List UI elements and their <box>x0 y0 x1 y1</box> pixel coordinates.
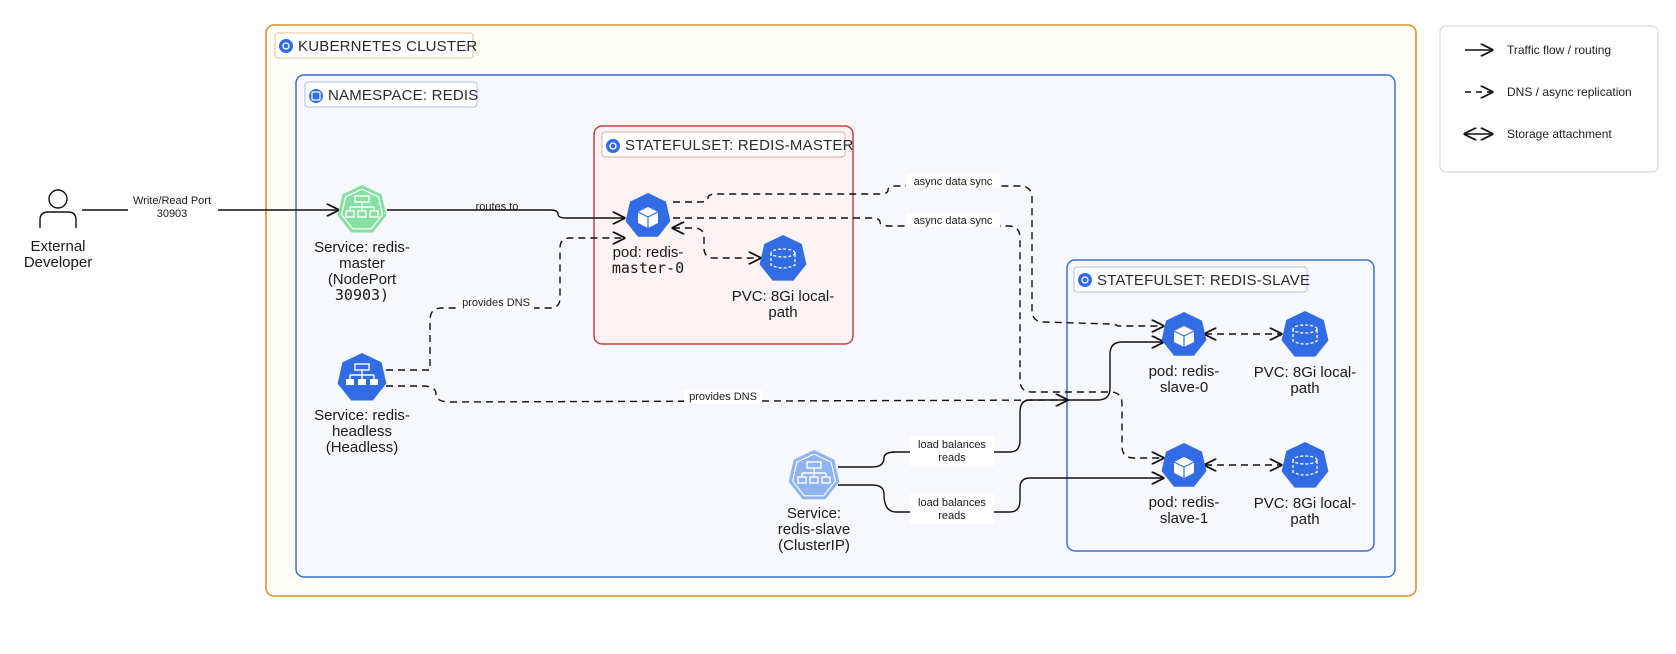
edge-provides-dns-master <box>386 238 624 371</box>
edge-label-bg <box>910 436 994 466</box>
edge-label-bg <box>458 296 534 310</box>
developer-label-line2: Developer <box>24 254 92 271</box>
edge-async-sync-slave0 <box>673 185 1163 326</box>
kubernetes-wheel-icon <box>606 139 620 153</box>
edge-label-lb-reads-0-line2: reads <box>938 452 966 464</box>
pvc-master-label-2: path <box>768 304 797 321</box>
legend-label-storage: Storage attachment <box>1507 127 1612 141</box>
svc-master-label-4: 30903) <box>335 286 389 304</box>
pvc-slave0-node: PVC: 8Gi local- path <box>1254 311 1357 397</box>
service-redis-master-node: Service: redis- master (NodePort 30903) <box>314 185 410 304</box>
edge-label-bg <box>128 193 218 221</box>
statefulset-master-box <box>593 125 854 345</box>
pod-redis-slave-1-node: pod: redis- slave-1 <box>1149 443 1220 527</box>
pvc-slave1-label-1: PVC: 8Gi local- <box>1254 495 1357 512</box>
namespace-title: NAMESPACE: REDIS <box>328 87 478 104</box>
svc-slave-label-2: redis-slave <box>778 521 851 538</box>
external-developer-node: External Developer <box>24 189 92 271</box>
edge-routes-to <box>387 209 624 218</box>
legend-item-dns: DNS / async replication <box>1465 85 1632 99</box>
kubernetes-wheel-icon <box>279 39 293 53</box>
edge-label-port-line1: Write/Read Port <box>133 195 211 207</box>
edge-label-lb-reads-1-line2: reads <box>938 510 966 522</box>
pvc-master-node: PVC: 8Gi local- path <box>732 235 835 321</box>
statefulset-master-title: STATEFULSET: REDIS-MASTER <box>625 137 854 154</box>
edge-async-sync-slave1 <box>673 217 1163 458</box>
pod-redis-slave-0-node: pod: redis- slave-0 <box>1149 312 1220 396</box>
pvc-icon <box>1281 311 1329 357</box>
pvc-slave1-label-2: path <box>1290 511 1319 528</box>
statefulset-slave-title-badge <box>1073 266 1308 293</box>
edge-provides-dns-slave <box>386 385 1067 402</box>
edge-label-routes-to: routes to <box>476 201 519 213</box>
service-icon <box>788 450 840 500</box>
namespace-icon <box>309 89 323 103</box>
statefulset-master-title-badge <box>601 131 846 158</box>
service-redis-headless-node: Service: redis- headless (Headless) <box>314 353 410 456</box>
svc-master-label-3: (NodePort <box>328 271 397 288</box>
edge-label-bg <box>684 390 762 404</box>
edge-label-bg <box>906 213 1000 227</box>
service-redis-slave-node: Service: redis-slave (ClusterIP) <box>778 450 851 554</box>
statefulset-master-group: STATEFULSET: REDIS-MASTER <box>593 125 854 345</box>
cluster-title: KUBERNETES CLUSTER <box>298 38 477 55</box>
pod-slave1-label-1: pod: redis- <box>1149 494 1220 511</box>
edge-label-bg <box>910 494 994 524</box>
pod-icon <box>1161 312 1207 356</box>
edge-label-provides-dns-slave: provides DNS <box>689 391 757 403</box>
user-icon <box>39 189 77 228</box>
pod-slave0-label-1: pod: redis- <box>1149 363 1220 380</box>
pvc-slave0-label-2: path <box>1290 380 1319 397</box>
legend-label-dns: DNS / async replication <box>1507 85 1632 99</box>
edge-lb-reads-slave0 <box>838 342 1163 468</box>
svc-headless-label-3: (Headless) <box>326 439 399 456</box>
pod-master-label-1: pod: redis- <box>613 244 684 261</box>
service-icon <box>337 353 387 401</box>
edge-label-async-sync-2: async data sync <box>914 215 993 227</box>
pod-slave0-label-2: slave-0 <box>1160 379 1208 396</box>
edge-label-lb-reads-1-line1: load balances <box>918 497 986 509</box>
edge-label-port-line2: 30903 <box>157 208 188 220</box>
pod-icon <box>1161 443 1207 487</box>
pvc-icon <box>1281 442 1329 488</box>
edge-label-async-sync-1: async data sync <box>914 176 993 188</box>
kubernetes-wheel-icon <box>1078 273 1092 287</box>
pod-icon <box>625 193 671 237</box>
legend: Traffic flow / routing DNS / async repli… <box>1439 25 1659 173</box>
cluster-title-badge <box>274 32 474 59</box>
pvc-slave0-label-1: PVC: 8Gi local- <box>1254 364 1357 381</box>
svc-headless-label-2: headless <box>332 423 392 440</box>
legend-label-traffic: Traffic flow / routing <box>1507 43 1611 57</box>
developer-label-line1: External <box>30 238 85 255</box>
statefulset-slave-title: STATEFULSET: REDIS-SLAVE <box>1097 272 1310 289</box>
pvc-icon <box>759 235 807 281</box>
svc-headless-label-1: Service: redis- <box>314 407 410 424</box>
edge-label-lb-reads-0-line1: load balances <box>918 439 986 451</box>
svc-slave-label-3: (ClusterIP) <box>778 537 850 554</box>
legend-box <box>1439 25 1659 173</box>
service-icon <box>337 185 387 233</box>
pvc-slave1-node: PVC: 8Gi local- path <box>1254 442 1357 528</box>
namespace-title-badge <box>304 81 478 108</box>
pod-master-label-2: master-0 <box>612 259 684 277</box>
edge-label-bg <box>906 174 1000 188</box>
legend-item-traffic: Traffic flow / routing <box>1465 43 1611 57</box>
pvc-master-label-1: PVC: 8Gi local- <box>732 288 835 305</box>
pod-redis-master-0-node: pod: redis- master-0 <box>612 193 684 277</box>
edges: Write/Read Port 30903 routes to provides… <box>82 174 1281 524</box>
svc-master-label-1: Service: redis- <box>314 239 410 256</box>
edge-label-provides-dns-master: provides DNS <box>462 297 530 309</box>
edge-lb-reads-slave1 <box>838 478 1163 513</box>
legend-item-storage: Storage attachment <box>1465 127 1612 141</box>
svc-master-label-2: master <box>339 255 385 272</box>
svc-slave-label-1: Service: <box>787 505 841 522</box>
edge-storage-master <box>673 228 760 258</box>
pod-slave1-label-2: slave-1 <box>1160 510 1208 527</box>
